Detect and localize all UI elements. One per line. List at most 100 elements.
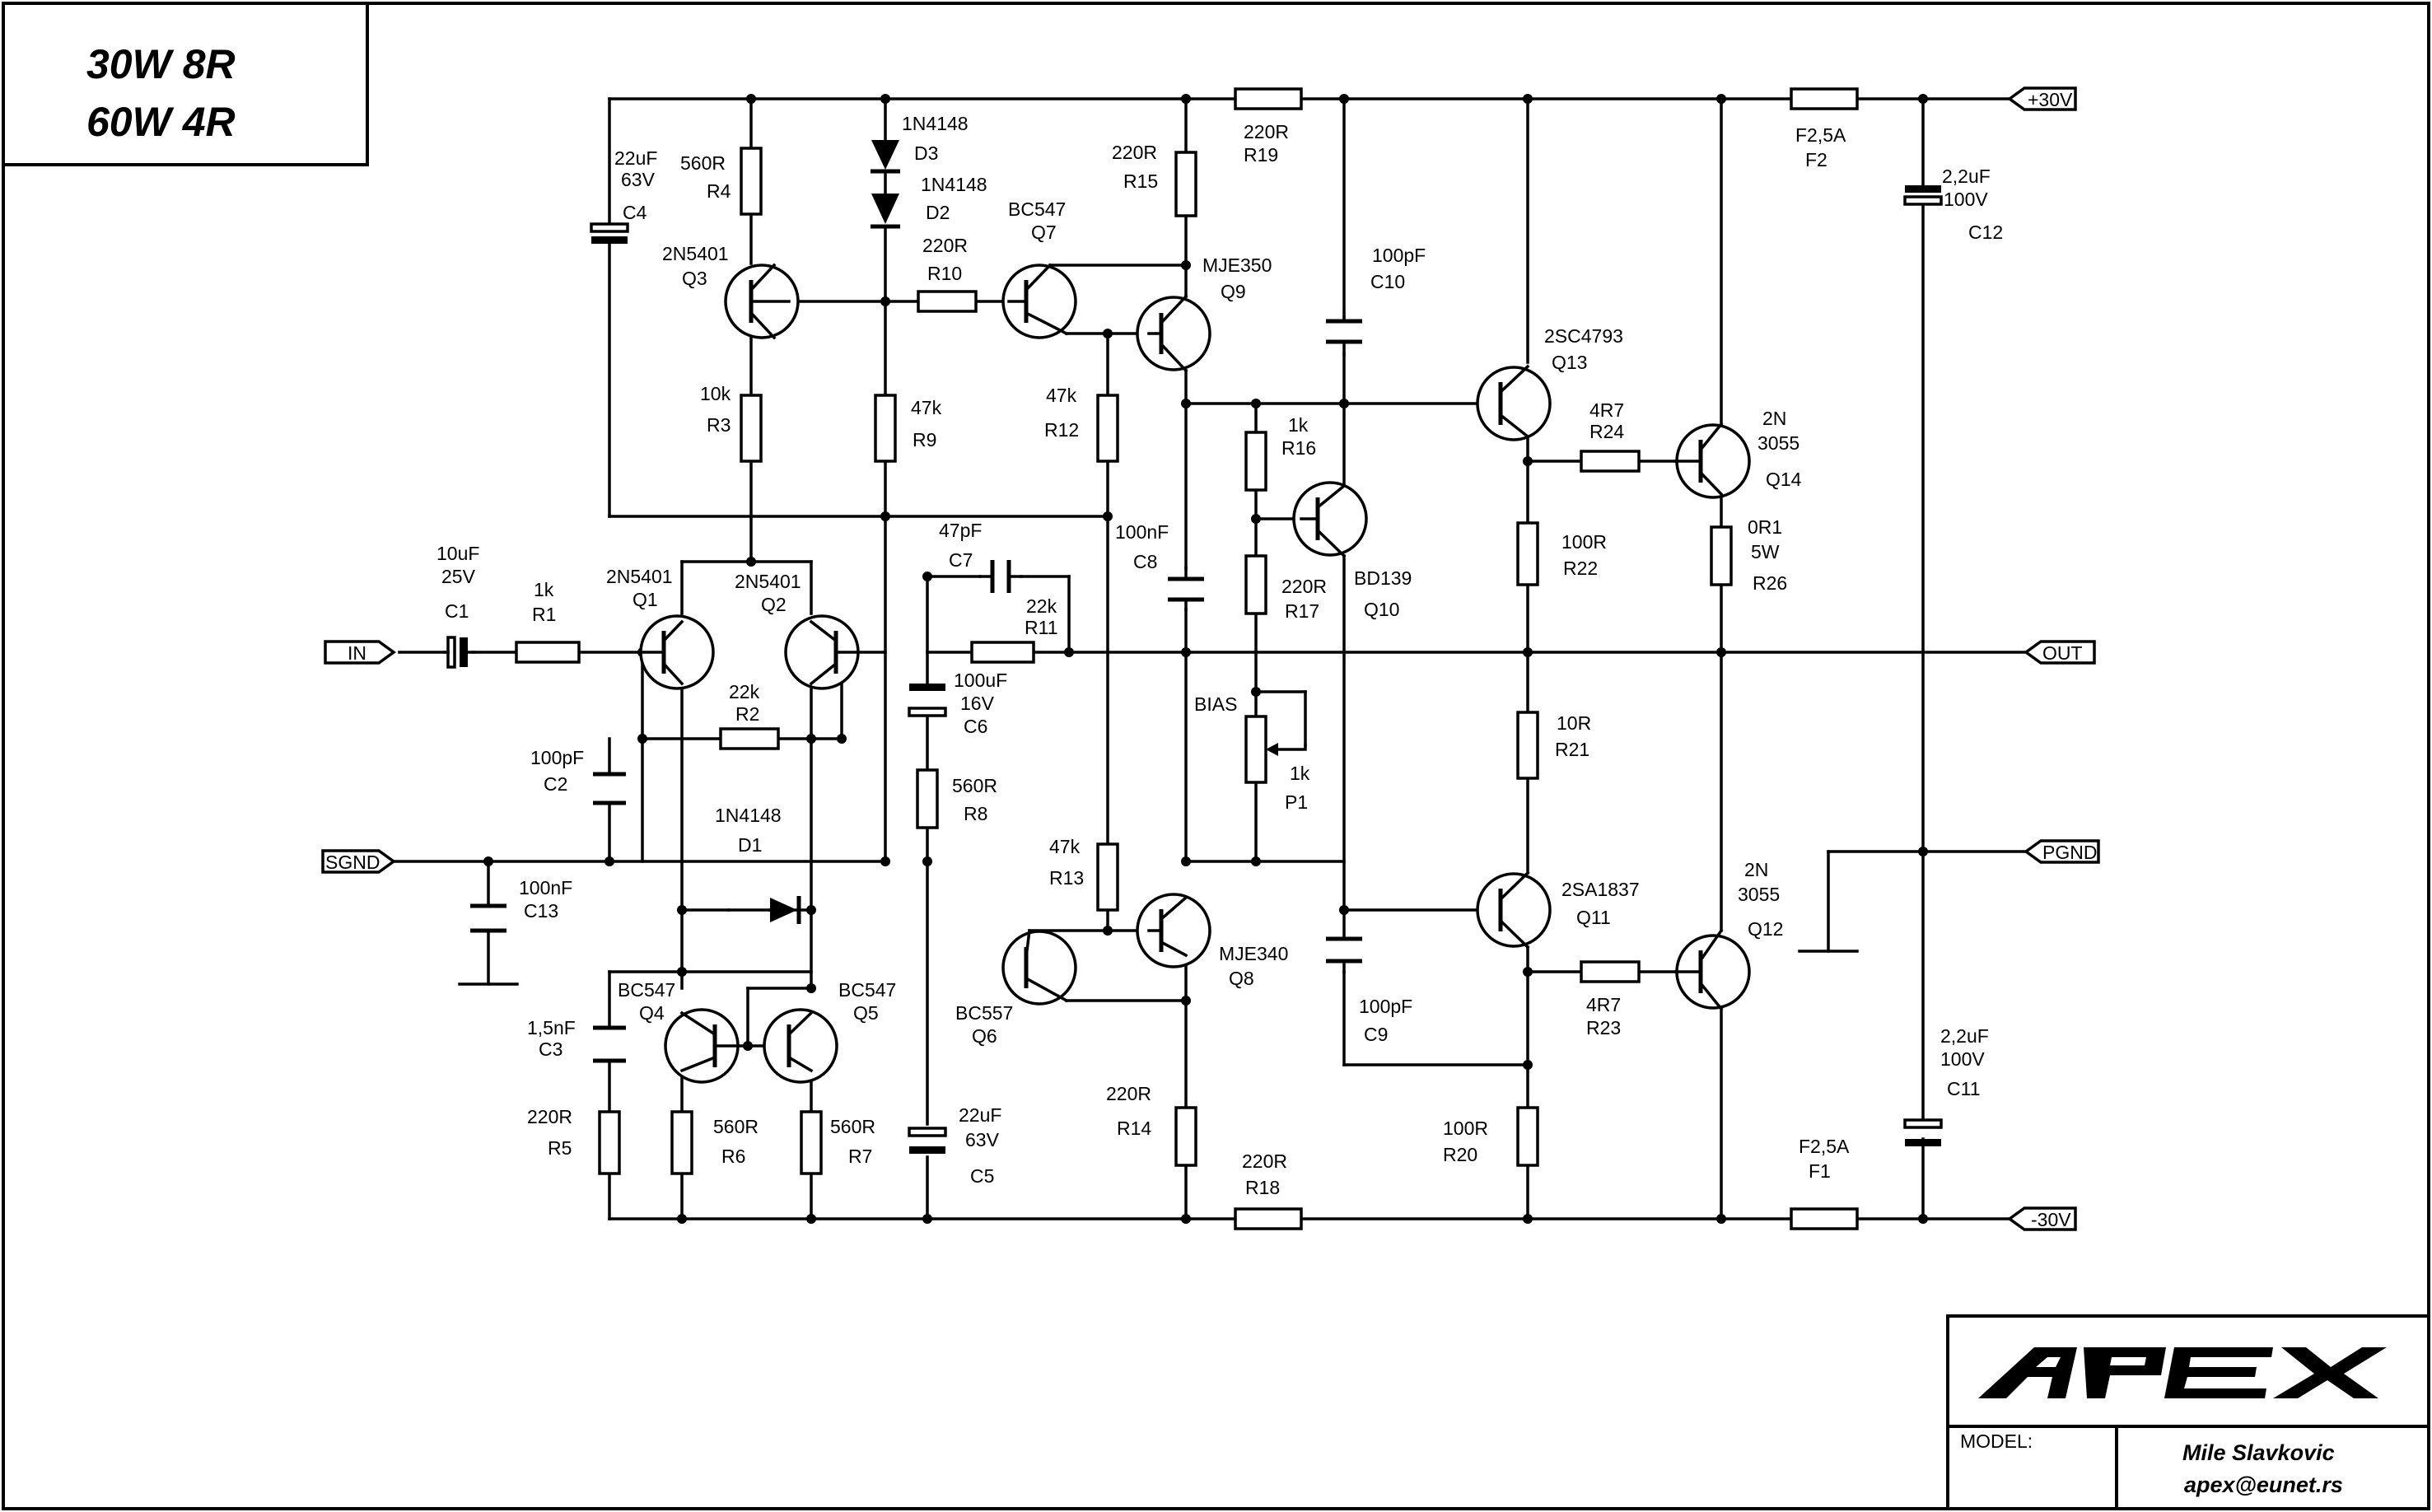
capacitor-c7: 47pF C7 [939,520,1023,593]
svg-text:+30V: +30V [2028,89,2073,110]
svg-text:100pF: 100pF [1359,996,1412,1017]
svg-text:Q6: Q6 [972,1025,997,1047]
svg-text:C3: C3 [539,1038,562,1060]
svg-text:R24: R24 [1589,421,1624,442]
svg-text:R7: R7 [848,1146,872,1167]
svg-text:Q10: Q10 [1364,599,1399,620]
header-line1: 30W 8R [86,41,236,87]
port-pgnd: PGND [2024,839,2100,864]
svg-text:PGND: PGND [2042,842,2097,863]
svg-text:1N4148: 1N4148 [921,174,987,195]
svg-text:5W: 5W [1751,541,1780,562]
svg-text:Q14: Q14 [1766,469,1802,490]
resistor-r7: 560R R7 [800,1110,875,1175]
svg-text:100V: 100V [1944,189,1988,210]
svg-text:C10: C10 [1370,271,1405,292]
header-line2: 60W 4R [86,99,236,145]
resistor-r22: 100R R22 [1516,521,1607,586]
author-name: Mile Slavkovic [2182,1440,2335,1465]
resistor-r19: 220R R19 [1234,87,1303,166]
fuse-f2: F2,5A F2 [1790,87,1859,170]
svg-text:100pF: 100pF [530,747,584,768]
svg-text:Q7: Q7 [1031,222,1057,243]
transistor-q6: BC557 Q6 [955,929,1077,1047]
svg-text:R23: R23 [1586,1017,1621,1038]
wires [392,97,2028,1220]
svg-text:10R: 10R [1557,712,1591,734]
svg-text:Q11: Q11 [1576,907,1611,928]
capacitor-c3: 1,5nF C3 [527,1017,626,1063]
resistor-r12: 47k R12 [1044,385,1119,463]
svg-text:F2,5A: F2,5A [1799,1136,1850,1157]
svg-text:R17: R17 [1285,600,1319,622]
svg-text:F2,5A: F2,5A [1795,124,1846,146]
capacitor-c4: 22uF 63V C4 [590,147,657,244]
capacitor-c1: 10uF 25V C1 [436,543,479,669]
resistor-r11: 22k R11 [970,595,1058,664]
svg-text:C4: C4 [623,202,647,223]
resistor-r5: 220R R5 [527,1106,621,1175]
resistor-r1: 1k R1 [515,579,581,664]
svg-text:Q5: Q5 [853,1002,879,1024]
svg-text:220R: 220R [1242,1150,1287,1172]
author-email: apex@eunet.rs [2184,1472,2343,1497]
transistor-q8: MJE340 Q8 [1136,893,1288,989]
svg-text:100nF: 100nF [519,877,572,898]
svg-text:BD139: BD139 [1354,567,1412,589]
svg-text:2,2uF: 2,2uF [1942,166,1991,187]
svg-text:25V: 25V [441,566,476,587]
diode-d3: 1N4148 D3 [871,113,969,195]
svg-text:100nF: 100nF [1115,521,1169,543]
transistor-q14: 2N 3055 Q14 [1674,408,1802,499]
svg-text:2N5401: 2N5401 [662,243,729,264]
svg-text:C9: C9 [1364,1024,1388,1045]
svg-text:2SA1837: 2SA1837 [1561,879,1640,900]
svg-text:Q4: Q4 [639,1002,665,1024]
svg-text:10uF: 10uF [436,543,479,564]
svg-text:OUT: OUT [2042,642,2083,664]
svg-text:F1: F1 [1809,1160,1831,1182]
capacitor-c10: 100pF C10 [1326,245,1426,356]
svg-text:560R: 560R [713,1116,759,1137]
svg-text:22k: 22k [1026,595,1057,617]
svg-text:220R: 220R [527,1106,572,1127]
svg-text:C7: C7 [949,549,973,571]
svg-text:P1: P1 [1285,791,1308,813]
apex-logo [1978,1347,2387,1398]
svg-text:R6: R6 [721,1146,745,1167]
resistor-r20: 100R R20 [1443,1106,1539,1167]
svg-text:220R: 220R [1106,1083,1151,1104]
svg-text:2SC4793: 2SC4793 [1544,325,1623,347]
resistor-r4: 560R R4 [680,147,763,216]
capacitor-c13: 100nF C13 [470,877,572,933]
svg-text:BC547: BC547 [1008,198,1066,220]
svg-text:22k: 22k [729,681,760,702]
svg-text:R22: R22 [1563,558,1598,579]
title-block: MODEL: Mile Slavkovic apex@eunet.rs [1946,1314,2430,1510]
svg-text:C5: C5 [970,1165,994,1187]
resistor-r3: 10k R3 [700,383,763,463]
svg-text:2N5401: 2N5401 [606,566,673,587]
svg-text:220R: 220R [1244,121,1289,142]
svg-text:R11: R11 [1025,617,1058,638]
svg-text:560R: 560R [952,775,997,796]
svg-text:0R1: 0R1 [1748,516,1782,538]
svg-text:560R: 560R [680,152,726,174]
svg-text:BC547: BC547 [618,979,675,1001]
svg-text:R8: R8 [964,803,987,824]
transistor-q12: 2N 3055 Q12 [1674,859,1783,1011]
svg-text:Q8: Q8 [1229,968,1254,989]
resistor-r9: 47k R9 [874,394,942,463]
transistor-q11: 2SA1837 Q11 [1476,870,1640,950]
svg-text:63V: 63V [965,1129,1000,1150]
svg-text:4R7: 4R7 [1586,994,1621,1015]
svg-text:C13: C13 [524,900,558,922]
svg-text:1k: 1k [1288,414,1309,436]
svg-text:47pF: 47pF [939,520,982,541]
svg-text:R13: R13 [1049,867,1084,889]
svg-text:R2: R2 [735,703,759,725]
svg-text:R14: R14 [1117,1118,1151,1139]
transistor-q13: 2SC4793 Q13 [1476,325,1623,441]
svg-text:100pF: 100pF [1372,245,1426,266]
